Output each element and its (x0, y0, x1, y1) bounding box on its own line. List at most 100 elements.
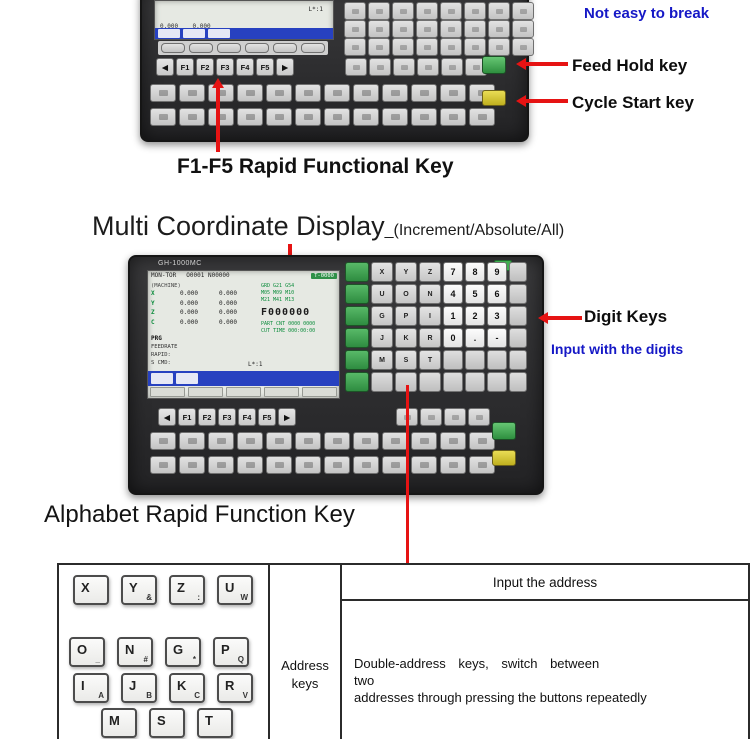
panel-key[interactable] (368, 38, 390, 56)
panel-key[interactable] (392, 38, 414, 56)
function-key[interactable] (150, 84, 176, 102)
panel-key[interactable] (441, 58, 463, 76)
address-key-y[interactable]: Y& (121, 575, 157, 605)
function-key[interactable] (295, 108, 321, 126)
address-key-m[interactable]: M (101, 708, 137, 738)
function-key[interactable] (208, 108, 234, 126)
function-key[interactable] (440, 456, 466, 474)
function-key[interactable] (150, 432, 176, 450)
function-key-green[interactable] (345, 306, 369, 326)
panel-key[interactable] (443, 350, 463, 370)
key-f3[interactable]: F3 (216, 58, 234, 76)
digit-key[interactable]: 6 (487, 284, 507, 304)
screen-softtab[interactable] (150, 387, 185, 397)
digit-key[interactable]: 3 (487, 306, 507, 326)
function-key[interactable] (266, 456, 292, 474)
page-left-key[interactable]: ◀ (158, 408, 176, 426)
function-key[interactable] (237, 456, 263, 474)
letter-key[interactable]: M (371, 350, 393, 370)
function-key[interactable] (353, 84, 379, 102)
digit-key[interactable]: 5 (465, 284, 485, 304)
panel-key[interactable] (344, 2, 366, 20)
function-key[interactable] (411, 108, 437, 126)
function-key-green[interactable] (345, 262, 369, 282)
key-f3[interactable]: F3 (218, 408, 236, 426)
panel-key[interactable] (345, 58, 367, 76)
digit-key[interactable]: 7 (443, 262, 463, 282)
panel-key[interactable] (443, 372, 463, 392)
function-key[interactable] (353, 432, 379, 450)
function-key[interactable] (353, 108, 379, 126)
digit-key[interactable]: 0 (443, 328, 463, 348)
page-left-key[interactable]: ◀ (156, 58, 174, 76)
panel-key[interactable] (488, 38, 510, 56)
panel-key[interactable] (509, 262, 527, 282)
panel-key[interactable] (488, 20, 510, 38)
panel-key[interactable] (444, 408, 466, 426)
key-f4[interactable]: F4 (238, 408, 256, 426)
feed-hold-key[interactable] (482, 56, 506, 74)
function-key[interactable] (266, 108, 292, 126)
cycle-start-key[interactable] (482, 90, 506, 106)
cycle-start-key[interactable] (492, 450, 516, 466)
letter-key[interactable]: Y (395, 262, 417, 282)
function-key[interactable] (411, 456, 437, 474)
panel-key[interactable] (371, 372, 393, 392)
digit-key[interactable]: 2 (465, 306, 485, 326)
address-key-t[interactable]: T (197, 708, 233, 738)
soft-key[interactable] (273, 43, 297, 53)
address-key-x[interactable]: X (73, 575, 109, 605)
function-key[interactable] (382, 432, 408, 450)
screen-softtab[interactable] (302, 387, 337, 397)
function-key[interactable] (324, 84, 350, 102)
panel-key[interactable] (416, 20, 438, 38)
key-f4[interactable]: F4 (236, 58, 254, 76)
page-right-key[interactable]: ▶ (276, 58, 294, 76)
function-key[interactable] (411, 432, 437, 450)
function-key-green[interactable] (345, 372, 369, 392)
soft-key[interactable] (161, 43, 185, 53)
panel-key[interactable] (416, 2, 438, 20)
function-key[interactable] (208, 456, 234, 474)
panel-key[interactable] (512, 38, 534, 56)
function-key[interactable] (237, 432, 263, 450)
letter-key[interactable]: R (419, 328, 441, 348)
key-f1[interactable]: F1 (176, 58, 194, 76)
digit-key[interactable]: 4 (443, 284, 463, 304)
panel-key[interactable] (392, 20, 414, 38)
letter-key[interactable]: S (395, 350, 417, 370)
function-key[interactable] (440, 432, 466, 450)
function-key[interactable] (208, 432, 234, 450)
panel-key[interactable] (417, 58, 439, 76)
panel-key[interactable] (368, 2, 390, 20)
panel-key[interactable] (512, 2, 534, 20)
digit-key[interactable]: . (465, 328, 485, 348)
address-key-z[interactable]: Z: (169, 575, 205, 605)
function-key-green[interactable] (345, 328, 369, 348)
key-f5[interactable]: F5 (256, 58, 274, 76)
panel-key[interactable] (465, 372, 485, 392)
function-key[interactable] (382, 108, 408, 126)
screen-softtab[interactable] (188, 387, 223, 397)
address-key-s[interactable]: S (149, 708, 185, 738)
feed-hold-key[interactable] (492, 422, 516, 440)
function-key[interactable] (440, 84, 466, 102)
panel-key[interactable] (487, 372, 507, 392)
function-key[interactable] (295, 84, 321, 102)
panel-key[interactable] (344, 38, 366, 56)
function-key[interactable] (150, 108, 176, 126)
panel-key[interactable] (416, 38, 438, 56)
letter-key[interactable]: O (395, 284, 417, 304)
panel-key[interactable] (419, 372, 441, 392)
panel-key[interactable] (368, 20, 390, 38)
function-key[interactable] (324, 432, 350, 450)
panel-key[interactable] (464, 20, 486, 38)
function-key[interactable] (382, 456, 408, 474)
key-f2[interactable]: F2 (196, 58, 214, 76)
panel-key[interactable] (468, 408, 490, 426)
